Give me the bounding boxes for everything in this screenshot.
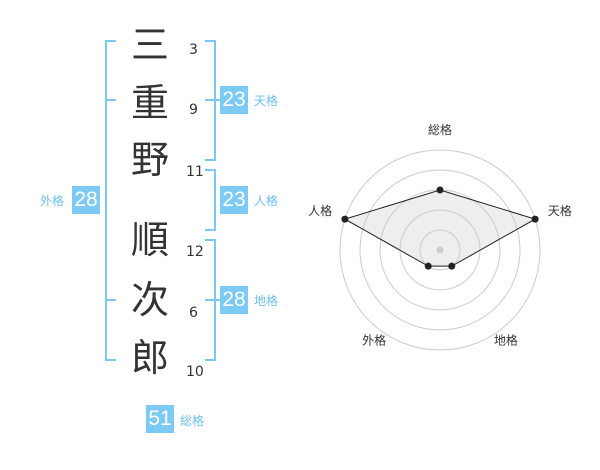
- stroke-count: 9: [189, 102, 198, 118]
- bracket-tick: [205, 169, 216, 171]
- chikaku-value: 28: [220, 286, 248, 314]
- radar-center-dot: [436, 246, 444, 254]
- bracket-tick: [205, 239, 216, 241]
- radar-point: [341, 215, 349, 223]
- bracket-tick: [205, 359, 216, 361]
- bracket-tick: [105, 99, 116, 101]
- radar-point: [531, 215, 539, 223]
- bracket-tick: [105, 40, 116, 42]
- name-character: 順: [130, 218, 169, 262]
- stroke-count: 6: [189, 305, 198, 321]
- radar-axis-label: 天格: [548, 203, 572, 218]
- stroke-count: 10: [186, 364, 204, 380]
- chikaku-label: 地格: [254, 294, 279, 308]
- bracket-tick: [205, 299, 220, 301]
- bracket-tick: [105, 359, 116, 361]
- tenkaku-value: 23: [220, 86, 248, 114]
- name-character: 郎: [130, 336, 169, 380]
- radar-ring: [419, 229, 461, 271]
- stroke-count: 12: [186, 244, 204, 260]
- bracket-tick: [105, 299, 116, 301]
- radar-point: [436, 186, 444, 194]
- soukaku-label: 総格: [180, 414, 205, 428]
- name-character: 三: [130, 23, 169, 67]
- radar-axis-label: 人格: [308, 203, 332, 218]
- radar-ring: [359, 169, 521, 331]
- radar-axis-label: 外格: [362, 333, 386, 348]
- name-character: 次: [130, 278, 169, 322]
- tenkaku-label: 天格: [254, 94, 279, 108]
- bracket-tick: [205, 159, 216, 161]
- jinkaku-bracket: [214, 169, 216, 231]
- bracket-tick: [205, 229, 216, 231]
- name-character: 重: [130, 81, 169, 125]
- bracket-tick: [205, 40, 216, 42]
- gaikaku-value: 28: [72, 186, 100, 214]
- radar-axis-label: 地格: [494, 333, 518, 348]
- soukaku-value: 51: [146, 405, 174, 433]
- radar-area: [343, 189, 537, 267]
- stroke-count: 11: [186, 164, 204, 180]
- radar-point: [448, 262, 456, 270]
- gaikaku-label: 外格: [40, 194, 65, 208]
- radar-ring: [339, 149, 541, 351]
- radar-point: [424, 262, 432, 270]
- radar-axis-label: 総格: [428, 122, 452, 137]
- name-character: 野: [130, 138, 169, 182]
- gaikaku-bracket: [105, 40, 107, 361]
- stroke-count: 3: [189, 42, 198, 58]
- bracket-tick: [205, 99, 220, 101]
- jinkaku-value: 23: [220, 186, 248, 214]
- jinkaku-label: 人格: [254, 194, 279, 208]
